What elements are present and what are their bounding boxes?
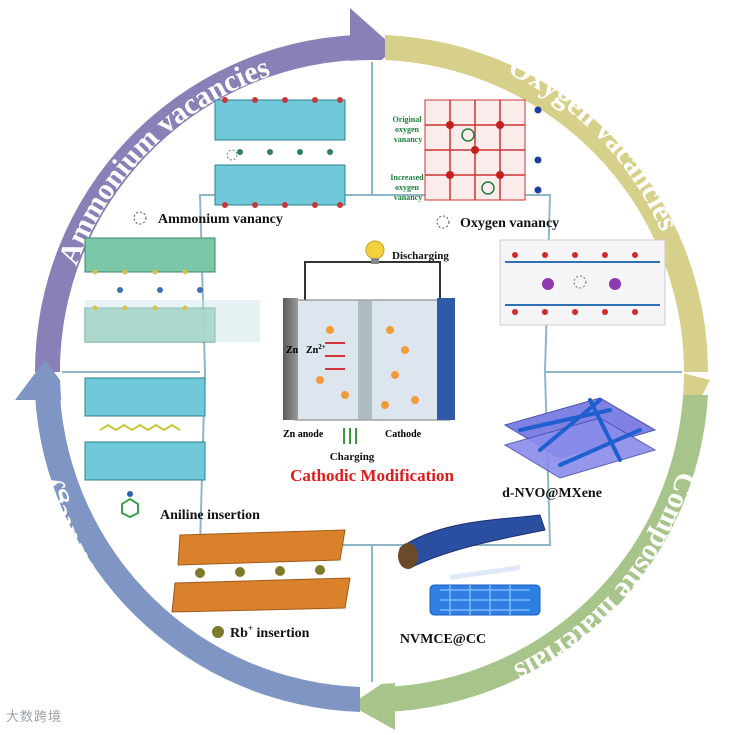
ring-segment-oxygen (385, 35, 709, 372)
mxene-label: d-NVO@MXene (502, 486, 602, 501)
aniline-molecule (121, 491, 139, 519)
aniline-crystal (84, 377, 206, 519)
rb-ion-icon (212, 626, 224, 638)
increased-oxygen-annotation: Increased oxygen vanancy (390, 173, 425, 202)
center-battery: Discharging Zn Zn2+ Zn anode Cathode Cha… (283, 240, 455, 485)
cathode-label: Cathode (385, 429, 422, 440)
charging-source-icon (343, 428, 357, 444)
charge-arrows (325, 342, 345, 370)
ring-segment-preintercalation (35, 395, 360, 712)
ring-arrow-composite (350, 675, 395, 730)
electrolyte-cell (294, 299, 451, 421)
zn-label: Zn (286, 345, 299, 356)
watermark: 大数跨境 (6, 710, 63, 725)
aniline-insertion-label: Aniline insertion (160, 508, 260, 523)
ring-segment-ammonium (34, 35, 355, 372)
zn-ion-label: Zn2+ (306, 343, 326, 356)
ammonium-crystal-bottom (84, 237, 260, 343)
ammonium-crystal-top (214, 97, 346, 208)
oxygen-lattice (424, 99, 542, 201)
charging-label: Charging (330, 451, 375, 463)
zn-anode-plate (283, 298, 298, 420)
original-oxygen-annotation: Original oxygen vanancy (393, 115, 424, 144)
vacancy-icon (436, 215, 450, 229)
zn-anode-label: Zn anode (283, 429, 324, 440)
rb-crystal (171, 529, 351, 613)
oxygen-vacancy-label: Oxygen vanancy (460, 216, 559, 231)
rb-insertion-label: Rb+ insertion (230, 623, 310, 641)
discharging-label: Discharging (392, 250, 449, 262)
nvmce-label: NVMCE@CC (400, 632, 486, 647)
preintercalation-quadrant: Aniline insertion Rb+ insertion (84, 377, 351, 641)
lightbulb-icon (365, 240, 385, 264)
oxygen-quadrant: Original oxygen vanancy Increased oxygen… (390, 99, 666, 326)
nvmce-fiber (398, 514, 546, 616)
cathode-plate (437, 298, 455, 420)
ring-arrow-preintercalation (15, 360, 75, 400)
zn-ions (316, 326, 419, 409)
vacancy-icon (133, 211, 147, 225)
mxene-sheets (503, 397, 657, 479)
separator (358, 300, 372, 420)
center-title: Cathodic Modification (290, 466, 454, 485)
ring-segment-composite (385, 395, 708, 712)
oxygen-layered-structure (499, 239, 666, 326)
ammonium-vacancy-label: Ammonium vanancy (158, 212, 283, 227)
outer-ring (15, 8, 710, 730)
ammonium-quadrant: Ammonium vanancy (84, 97, 346, 343)
composite-quadrant: d-NVO@MXene NVMCE@CC (398, 397, 657, 647)
